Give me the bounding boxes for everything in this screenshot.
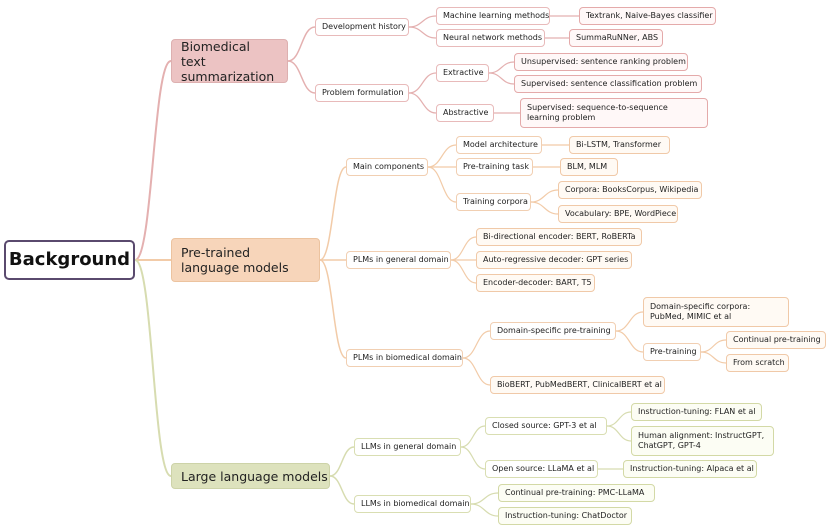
- instruction-chatdoctor-node[interactable]: Instruction-tuning: ChatDoctor: [498, 507, 632, 525]
- connector-extractive-node-to-unsupervised-node: [488, 61, 515, 74]
- instruction-flan-node[interactable]: Instruction-tuning: FLAN et al: [631, 403, 762, 421]
- connector-large-language-models-node-to-llms-biomedical-domain-node: [329, 475, 355, 505]
- connector-plms-general-domain-node-to-encoder-decoder-node: [450, 259, 477, 284]
- llms-biomedical-domain-node[interactable]: LLMs in biomedical domain: [354, 495, 471, 513]
- connector-large-language-models-node-to-llms-general-domain-node: [329, 446, 355, 477]
- connector-main-components-node-to-training-corpora-node: [427, 166, 457, 203]
- human-alignment-node[interactable]: Human alignment: InstructGPT, ChatGPT, G…: [631, 426, 774, 456]
- continual-pmc-node[interactable]: Continual pre-training: PMC-LLaMA: [498, 484, 655, 502]
- domain-specific-pretraining-node[interactable]: Domain-specific pre-training: [490, 322, 616, 340]
- connector-problem-formulation-node-to-abstractive-node: [408, 92, 437, 114]
- connector-closed-source-node-to-human-alignment-node: [606, 425, 632, 442]
- connector-extractive-node-to-supervised-classification-node: [488, 72, 515, 85]
- connector-llms-biomedical-domain-node-to-continual-pmc-node: [470, 492, 499, 505]
- connector-closed-source-node-to-instruction-flan-node: [606, 411, 632, 427]
- architecture-examples-node[interactable]: Bi-LSTM, Transformer: [569, 136, 670, 154]
- problem-formulation-node[interactable]: Problem formulation: [315, 84, 409, 102]
- task-examples-node[interactable]: BLM, MLM: [560, 158, 618, 176]
- ml-examples-node[interactable]: Textrank, Naive-Bayes classifier: [579, 7, 716, 25]
- connector-biomedical-text-summarization-node-to-problem-formulation-node: [287, 60, 316, 94]
- connector-training-corpora-node-to-vocabulary-node: [530, 201, 559, 215]
- connector-pretrained-language-models-node-to-plms-biomedical-domain-node: [319, 259, 347, 359]
- extractive-node[interactable]: Extractive: [436, 64, 489, 82]
- pretrained-language-models-node[interactable]: Pre-trained language models: [171, 238, 320, 282]
- root-node-background[interactable]: Background: [4, 240, 135, 280]
- pretraining-node[interactable]: Pre-training: [643, 343, 701, 361]
- connector-main-components-node-to-model-architecture-node: [427, 144, 457, 168]
- neural-network-methods-node[interactable]: Neural network methods: [436, 29, 545, 47]
- connector-llms-general-domain-node-to-closed-source-node: [460, 425, 486, 448]
- plms-biomedical-domain-node[interactable]: PLMs in biomedical domain: [346, 349, 463, 367]
- machine-learning-methods-node[interactable]: Machine learning methods: [436, 7, 550, 25]
- connector-training-corpora-node-to-corpora-node: [530, 189, 559, 203]
- connector-plms-biomedical-domain-node-to-bio-models-node: [462, 357, 491, 386]
- supervised-classification-node[interactable]: Supervised: sentence classification prob…: [514, 75, 702, 93]
- connector-development-history-node-to-machine-learning-methods-node: [408, 15, 437, 28]
- connector-pretraining-node-to-continual-pretraining-node: [700, 339, 727, 353]
- connector-root-node-background-to-large-language-models-node: [134, 259, 172, 477]
- connector-plms-biomedical-domain-node-to-domain-specific-pretraining-node: [462, 330, 491, 359]
- connector-pretraining-node-to-from-scratch-node: [700, 351, 727, 364]
- main-components-node[interactable]: Main components: [346, 158, 428, 176]
- connector-biomedical-text-summarization-node-to-development-history-node: [287, 26, 316, 62]
- encoder-decoder-node[interactable]: Encoder-decoder: BART, T5: [476, 274, 595, 292]
- connector-llms-biomedical-domain-node-to-instruction-chatdoctor-node: [470, 503, 499, 517]
- instruction-alpaca-node[interactable]: Instruction-tuning: Alpaca et al: [623, 460, 757, 478]
- biomedical-text-summarization-node[interactable]: Biomedical text summarization: [171, 39, 288, 84]
- vocabulary-node[interactable]: Vocabulary: BPE, WordPiece: [558, 205, 678, 223]
- from-scratch-node[interactable]: From scratch: [726, 354, 789, 372]
- closed-source-node[interactable]: Closed source: GPT-3 et al: [485, 417, 607, 435]
- open-source-node[interactable]: Open source: LLaMA et al: [485, 460, 598, 478]
- plms-general-domain-node[interactable]: PLMs in general domain: [346, 251, 451, 269]
- connector-plms-general-domain-node-to-bidirectional-encoder-node: [450, 236, 477, 261]
- training-corpora-node[interactable]: Training corpora: [456, 193, 531, 211]
- abstractive-node[interactable]: Abstractive: [436, 104, 494, 122]
- unsupervised-node[interactable]: Unsupervised: sentence ranking problem: [514, 53, 688, 71]
- development-history-node[interactable]: Development history: [315, 18, 409, 36]
- supervised-seq2seq-node[interactable]: Supervised: sequence-to-sequence learnin…: [520, 98, 708, 128]
- connector-pretrained-language-models-node-to-main-components-node: [319, 166, 347, 261]
- nn-examples-node[interactable]: SummaRuNNer, ABS: [569, 29, 663, 47]
- connector-development-history-node-to-neural-network-methods-node: [408, 26, 437, 39]
- autoregressive-decoder-node[interactable]: Auto-regressive decoder: GPT series: [476, 251, 632, 269]
- connector-domain-specific-pretraining-node-to-domain-corpora-node: [615, 311, 644, 332]
- model-architecture-node[interactable]: Model architecture: [456, 136, 542, 154]
- connector-root-node-background-to-biomedical-text-summarization-node: [134, 60, 172, 261]
- domain-corpora-node[interactable]: Domain-specific corpora: PubMed, MIMIC e…: [643, 297, 789, 327]
- connector-domain-specific-pretraining-node-to-pretraining-node: [615, 330, 644, 353]
- continual-pretraining-node[interactable]: Continual pre-training: [726, 331, 826, 349]
- bidirectional-encoder-node[interactable]: Bi-directional encoder: BERT, RoBERTa: [476, 228, 642, 246]
- large-language-models-node[interactable]: Large language models: [171, 463, 330, 489]
- pretraining-task-node[interactable]: Pre-training task: [456, 158, 533, 176]
- corpora-node[interactable]: Corpora: BooksCorpus, Wikipedia: [558, 181, 702, 199]
- connector-problem-formulation-node-to-extractive-node: [408, 72, 437, 94]
- bio-models-node[interactable]: BioBERT, PubMedBERT, ClinicalBERT et al: [490, 376, 665, 394]
- llms-general-domain-node[interactable]: LLMs in general domain: [354, 438, 461, 456]
- connector-llms-general-domain-node-to-open-source-node: [460, 446, 486, 470]
